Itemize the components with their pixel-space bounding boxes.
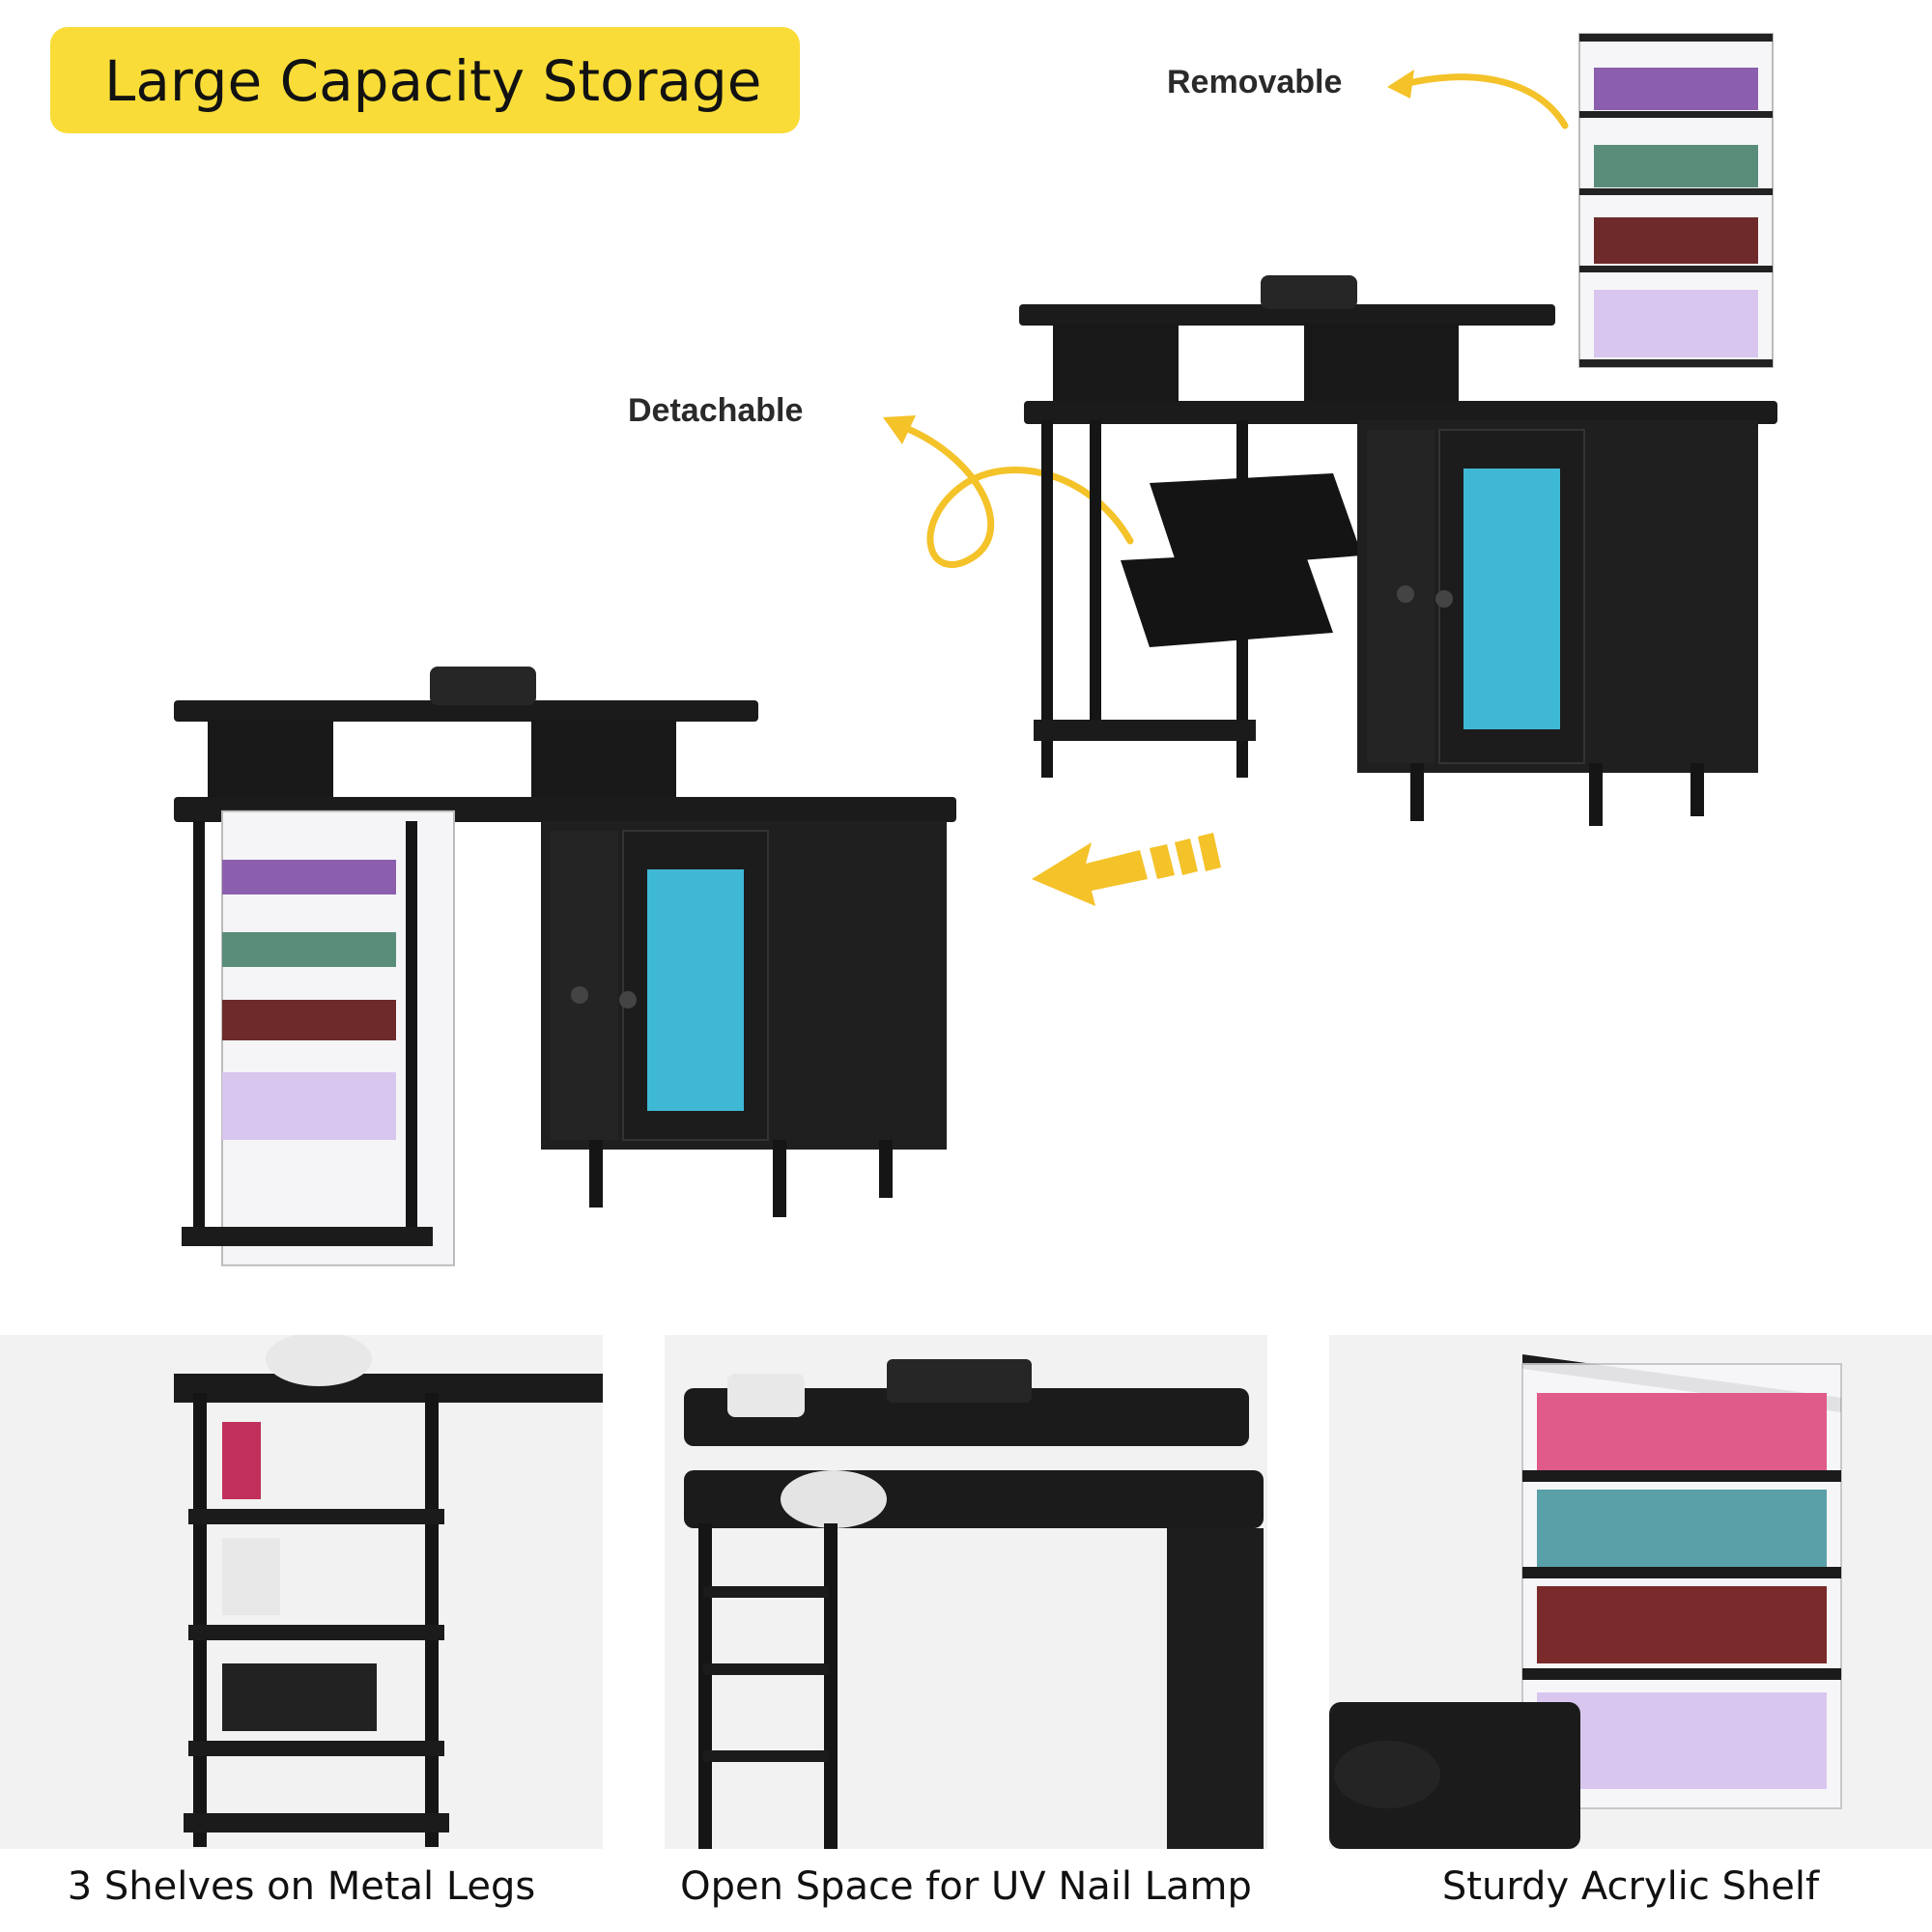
detachable-label: Detachable (628, 392, 804, 429)
desk-assembled-illustration (174, 667, 956, 1266)
page-title: Large Capacity Storage (104, 48, 762, 114)
caption-uv-lamp: Open Space for UV Nail Lamp (680, 1864, 1252, 1909)
desk-detached-illustration (1019, 33, 1777, 826)
removable-label: Removable (1167, 64, 1343, 100)
panel-shelves-photo (0, 1335, 603, 1849)
caption-shelves: 3 Shelves on Metal Legs (67, 1864, 536, 1909)
panel-uv-lamp-photo (665, 1335, 1267, 1849)
removable-arrow-icon (1387, 70, 1569, 129)
removable-acrylic-shelf (1578, 33, 1774, 368)
caption-acrylic-shelf: Sturdy Acrylic Shelf (1441, 1864, 1820, 1909)
acrylic-shelf-image (1329, 1354, 1842, 1849)
shelves-on-legs-image (174, 1335, 603, 1847)
move-direction-arrow-icon (1032, 833, 1221, 906)
panel-acrylic-shelf-photo (1329, 1335, 1932, 1849)
uv-lamp-space-image (684, 1359, 1264, 1849)
title-badge: Large Capacity Storage (50, 27, 800, 133)
